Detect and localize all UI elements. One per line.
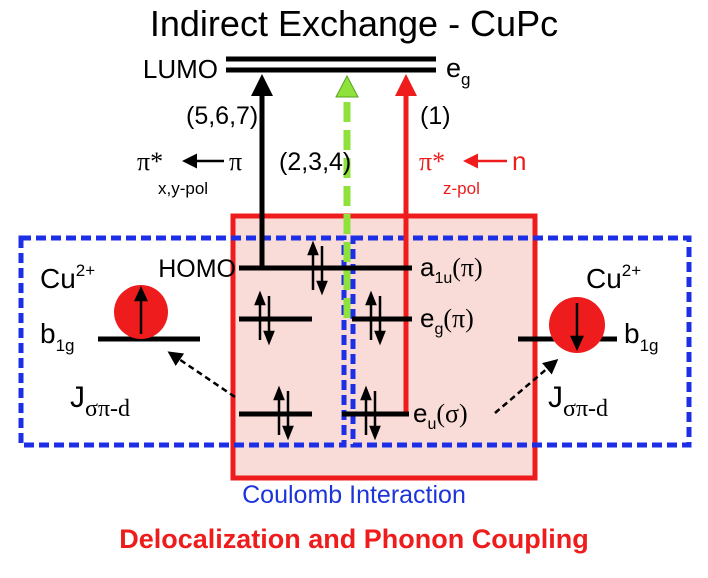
pistar-left: π*	[137, 147, 163, 176]
j-left-label: Jσπ-d	[70, 381, 130, 422]
transition-arrowhead-black	[251, 74, 273, 96]
caption-coulomb: Coulomb Interaction	[242, 481, 466, 509]
spin-pair-eg-right	[365, 290, 386, 346]
pistar-right: π*	[419, 147, 445, 176]
delocalization-box	[230, 213, 538, 481]
cu-left-label: Cu2+	[40, 261, 95, 294]
b1g-left-label: b1g	[40, 318, 75, 355]
coulomb-box-left	[18, 235, 347, 448]
eu-symmetry: eu(σ)	[413, 398, 468, 433]
spin-pair-eu-right	[360, 385, 381, 441]
a1u-symmetry: a1u(π)	[420, 252, 483, 287]
transition-label-black: (5,6,7)	[186, 102, 258, 130]
transition-arrowhead-red	[395, 74, 417, 96]
pi-left: π	[229, 147, 242, 176]
spin-pair-eu-left	[273, 385, 294, 441]
pol-label-right: z-pol	[443, 179, 480, 198]
homo-label: HOMO	[158, 255, 236, 283]
lumo-symmetry: eg	[446, 53, 471, 89]
exchange-arrow-right	[494, 359, 559, 414]
transition-label-red: (1)	[420, 102, 451, 130]
coulomb-box-right	[350, 235, 692, 448]
lumo-label: LUMO	[143, 54, 218, 84]
eg-symmetry: eg(π)	[420, 303, 474, 338]
pol-label-left: x,y-pol	[158, 179, 208, 198]
exchange-arrow-left	[167, 351, 236, 399]
spin-pair-eg-left	[254, 290, 275, 346]
b1g-right-label: b1g	[624, 318, 659, 355]
spin-pair-a1u	[307, 240, 328, 296]
j-right-label: Jσπ-d	[548, 381, 608, 422]
transition-label-green: (2,3,4)	[279, 148, 351, 176]
transition-arrowhead-green	[335, 74, 359, 98]
cu-right-label: Cu2+	[586, 261, 641, 294]
caption-delocalization: Delocalization and Phonon Coupling	[119, 524, 588, 554]
spin-up-icon	[134, 285, 148, 334]
spin-down-icon	[570, 303, 584, 352]
n-right: n	[512, 146, 526, 176]
diagram-title: Indirect Exchange - CuPc	[150, 3, 558, 44]
